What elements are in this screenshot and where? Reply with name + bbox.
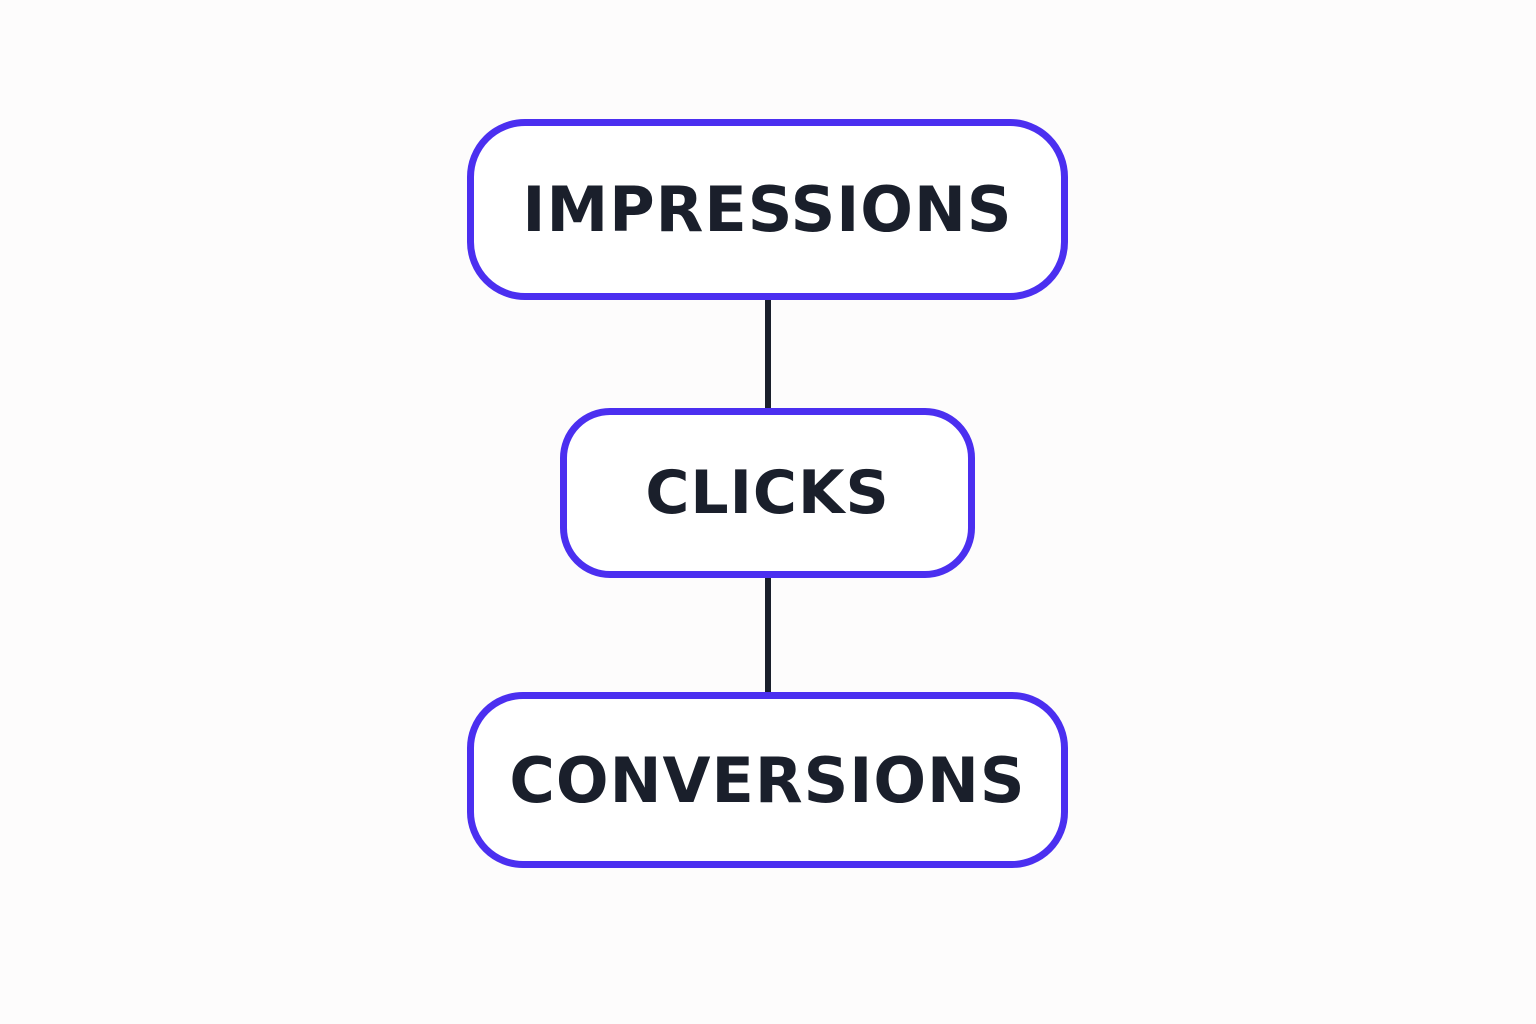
node-clicks-label: CLICKS: [645, 458, 890, 528]
node-conversions-label: CONVERSIONS: [509, 743, 1026, 817]
connector-impressions-clicks: [765, 300, 771, 408]
node-clicks: CLICKS: [560, 408, 975, 578]
node-impressions: IMPRESSIONS: [467, 119, 1068, 300]
node-impressions-label: IMPRESSIONS: [522, 173, 1013, 246]
node-conversions: CONVERSIONS: [467, 692, 1068, 868]
connector-clicks-conversions: [765, 578, 771, 692]
